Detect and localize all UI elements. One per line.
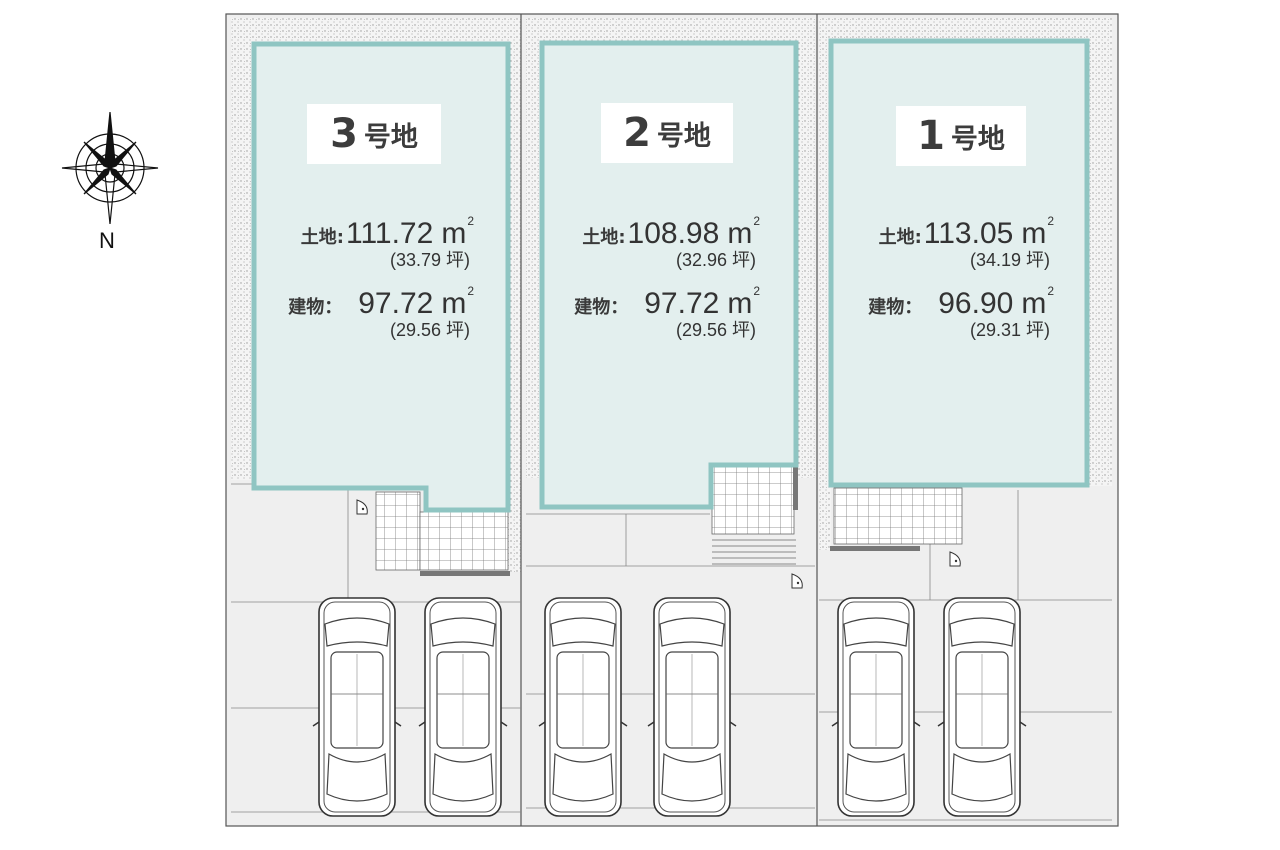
- car-icon: [831, 597, 921, 817]
- area-unit: m2: [441, 214, 474, 250]
- building-tsubo: (29.56 坪): [675, 320, 756, 340]
- area-unit: m2: [1021, 214, 1054, 250]
- land-area: 108.98: [627, 217, 720, 250]
- step-lot1: [830, 546, 920, 551]
- lot-title-2: 2 号地: [601, 103, 733, 163]
- porch-lot3: [419, 511, 509, 571]
- building-area: 96.90: [938, 287, 1014, 320]
- land-label: 土地:: [300, 227, 344, 248]
- garden-lot1-side: [819, 486, 831, 550]
- wall-lot2: [793, 462, 798, 510]
- land-label: 土地:: [582, 227, 626, 248]
- area-unit: m2: [727, 284, 760, 320]
- lot-number: 2: [623, 110, 651, 156]
- building-tsubo: (29.31 坪): [969, 320, 1050, 340]
- garden-lot3-side: [508, 480, 521, 572]
- porch-lot1: [833, 487, 963, 545]
- step-lot3: [420, 571, 510, 576]
- porch-lot3: [375, 491, 421, 571]
- area-unit: m2: [727, 214, 760, 250]
- area-unit: m2: [1021, 284, 1054, 320]
- land-area: 111.72: [346, 217, 434, 250]
- land-label: 土地:: [878, 227, 922, 248]
- porch-lot2: [711, 465, 795, 535]
- north-label: N: [99, 228, 115, 253]
- car-icon: [937, 597, 1027, 817]
- land-tsubo: (32.96 坪): [675, 250, 756, 270]
- building-area: 97.72: [644, 287, 720, 320]
- building-label: 建物：: [574, 297, 629, 318]
- lot-suffix: 号地: [363, 121, 418, 153]
- compass-rose-icon: [61, 111, 159, 225]
- car-icon: [538, 597, 628, 817]
- building-area: 97.72: [358, 287, 434, 320]
- land-tsubo: (33.79 坪): [389, 250, 470, 270]
- building-label: 建物：: [288, 297, 343, 318]
- area-unit: m2: [441, 284, 474, 320]
- car-icon: [312, 597, 402, 817]
- lot-number: 1: [917, 113, 945, 159]
- building-tsubo: (29.56 坪): [389, 320, 470, 340]
- car-icon: [418, 597, 508, 817]
- lot-suffix: 号地: [656, 120, 711, 152]
- lot-title-3: 3 号地: [307, 104, 441, 164]
- land-tsubo: (34.19 坪): [969, 250, 1050, 270]
- car-icon: [647, 597, 737, 817]
- steps-lot2: [712, 539, 796, 565]
- lot-number: 3: [330, 111, 358, 157]
- building-label: 建物：: [868, 297, 923, 318]
- lot-title-1: 1 号地: [896, 106, 1026, 166]
- lot-suffix: 号地: [950, 123, 1005, 155]
- land-area: 113.05: [923, 217, 1014, 250]
